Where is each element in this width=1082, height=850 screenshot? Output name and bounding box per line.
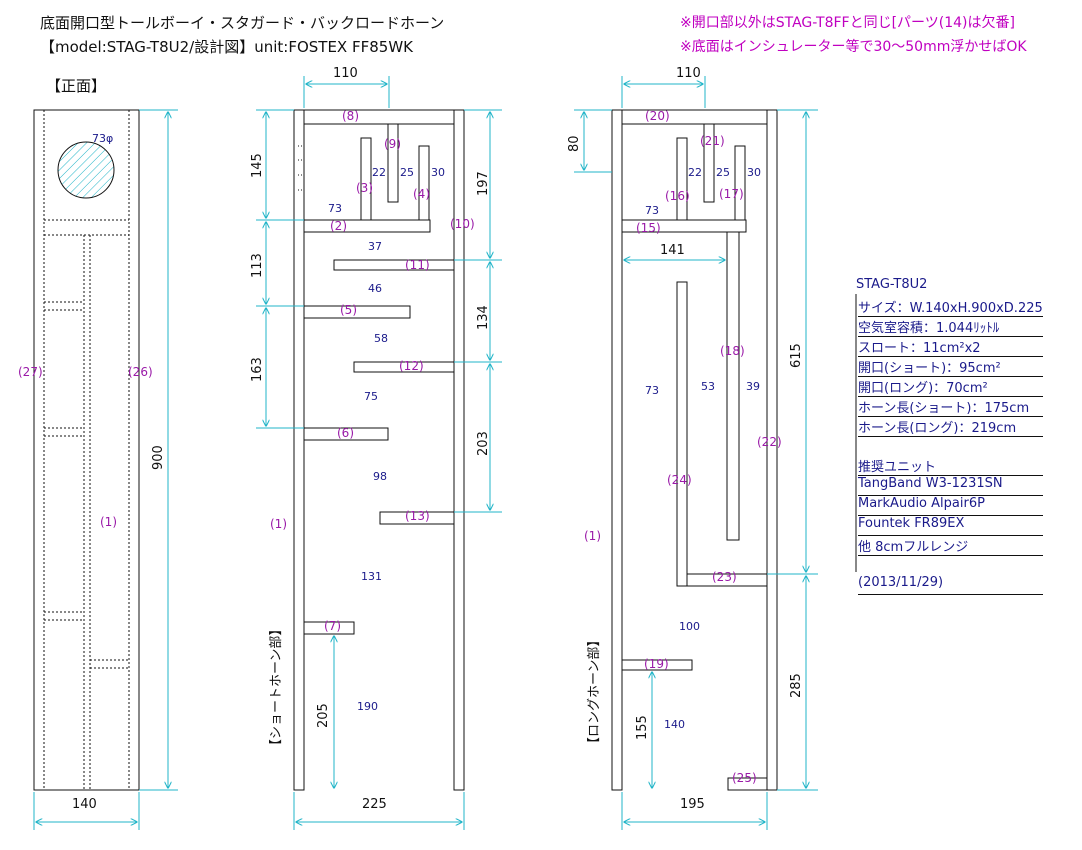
long-inner-73: 73 [645, 384, 659, 397]
part-8: (8) [342, 109, 359, 123]
front-view-title: 【正面】 [46, 77, 107, 95]
short-dim-205: 205 [316, 703, 331, 728]
long-inner-30: 30 [747, 166, 761, 179]
spec-line: 空気室容積：1.044ﾘｯﾄﾙ [858, 317, 1043, 337]
part-18: (18) [720, 344, 745, 358]
short-inner-22: 22 [372, 166, 386, 179]
spec-line: TangBand W3-1231SN [858, 476, 1043, 496]
diameter-label: 73φ [92, 132, 113, 145]
speaker-hole-icon [57, 141, 115, 199]
short-dim-203: 203 [476, 431, 491, 456]
part-6: (6) [337, 426, 354, 440]
long-top-width: 110 [676, 66, 701, 81]
short-bottom-width: 225 [362, 797, 387, 812]
long-dim-615: 615 [789, 343, 804, 368]
part-1-long: (1) [584, 529, 601, 543]
short-top-width: 110 [333, 66, 358, 81]
front-width-label: 140 [72, 797, 97, 812]
part-15: (15) [636, 221, 661, 235]
short-inner-25: 25 [400, 166, 414, 179]
part-7: (7) [324, 619, 341, 633]
part-27-label: (27) [18, 365, 43, 379]
front-height-label: 900 [151, 445, 166, 470]
long-inner-53: 53 [701, 380, 715, 393]
part-1-front-label: (1) [100, 515, 117, 529]
spec-line: スロート：11cm²x2 [858, 337, 1043, 357]
short-horn-title: 【ショートホーン部】 [269, 623, 284, 752]
part-9: (9) [384, 137, 401, 151]
long-dimensions [574, 76, 818, 830]
spec-line: Fountek FR89EX [858, 516, 1043, 536]
short-dim-145: 145 [250, 153, 265, 178]
part-19: (19) [644, 657, 669, 671]
part-11: (11) [405, 258, 430, 272]
spec-line: 推奨ユニット [858, 456, 1043, 476]
part-2: (2) [330, 219, 347, 233]
note-2: ※底面はインシュレーター等で30～50mm浮かせばOK [680, 39, 1027, 55]
short-dim-134: 134 [476, 305, 491, 330]
spec-line: (2013/11/29) [858, 575, 1043, 595]
long-inner-25: 25 [716, 166, 730, 179]
short-inner-58: 58 [374, 332, 388, 345]
part-4: (4) [413, 187, 430, 201]
long-bottom-width: 195 [680, 797, 705, 812]
long-horn-title: 【ロングホーン部】 [587, 634, 602, 750]
spec-line: 開口(ロング)：70cm² [858, 377, 1043, 397]
long-inner-22: 22 [688, 166, 702, 179]
long-dim-155: 155 [635, 715, 650, 740]
part-25: (25) [732, 771, 757, 785]
short-inner-98: 98 [373, 470, 387, 483]
short-inner-131: 131 [361, 570, 382, 583]
short-inner-30: 30 [431, 166, 445, 179]
short-inner-190: 190 [357, 700, 378, 713]
spec-line [858, 556, 1043, 575]
part-3: (3) [356, 181, 373, 195]
spec-line: サイズ：W.140xH.900xD.225 [858, 297, 1043, 317]
long-inner-140: 140 [664, 718, 685, 731]
short-dimensions [256, 76, 502, 830]
part-20: (20) [645, 109, 670, 123]
spec-model: STAG-T8U2 [856, 277, 928, 292]
spec-line: 開口(ショート)：95cm² [858, 357, 1043, 377]
part-24: (24) [667, 473, 692, 487]
long-dim-285: 285 [789, 673, 804, 698]
spec-line: ホーン長(ロング)：219cm [858, 417, 1043, 437]
spec-line: ホーン長(ショート)：175cm [858, 397, 1043, 417]
part-22: (22) [757, 435, 782, 449]
part-17: (17) [719, 187, 744, 201]
front-view [33, 109, 140, 791]
short-inner-73: 73 [328, 202, 342, 215]
part-26-label: (26) [128, 365, 153, 379]
part-23: (23) [712, 570, 737, 584]
part-1-short: (1) [270, 517, 287, 531]
note-1: ※開口部以外はSTAG-T8FFと同じ[パーツ(14)は欠番] [680, 15, 1015, 31]
long-inner-100: 100 [679, 620, 700, 633]
part-13: (13) [405, 509, 430, 523]
short-inner-75: 75 [364, 390, 378, 403]
part-5: (5) [340, 303, 357, 317]
long-inner-73-top: 73 [645, 204, 659, 217]
long-inner-39: 39 [746, 380, 760, 393]
part-12: (12) [399, 359, 424, 373]
part-21: (21) [700, 134, 725, 148]
spec-line: 他 8cmフルレンジ [858, 536, 1043, 556]
long-horn-section [611, 109, 778, 791]
part-16: (16) [665, 189, 690, 203]
title-line-2: 【model:STAG-T8U2/設計図】unit:FOSTEX FF85WK [40, 38, 413, 56]
title-line-1: 底面開口型トールボーイ・スタガード・バックロードホーン [40, 14, 445, 32]
part-10: (10) [450, 217, 475, 231]
spec-line: MarkAudio Alpair6P [858, 496, 1043, 516]
spec-list: サイズ：W.140xH.900xD.225 空気室容積：1.044ﾘｯﾄﾙ スロ… [858, 297, 1043, 595]
short-inner-37: 37 [368, 240, 382, 253]
spec-line [858, 437, 1043, 456]
long-dim-141: 141 [660, 243, 685, 258]
short-dim-197: 197 [476, 171, 491, 196]
short-horn-section [293, 109, 465, 791]
short-inner-46: 46 [368, 282, 382, 295]
short-dim-113: 113 [250, 253, 265, 278]
long-dim-80: 80 [567, 135, 582, 152]
short-dim-163: 163 [250, 357, 265, 382]
